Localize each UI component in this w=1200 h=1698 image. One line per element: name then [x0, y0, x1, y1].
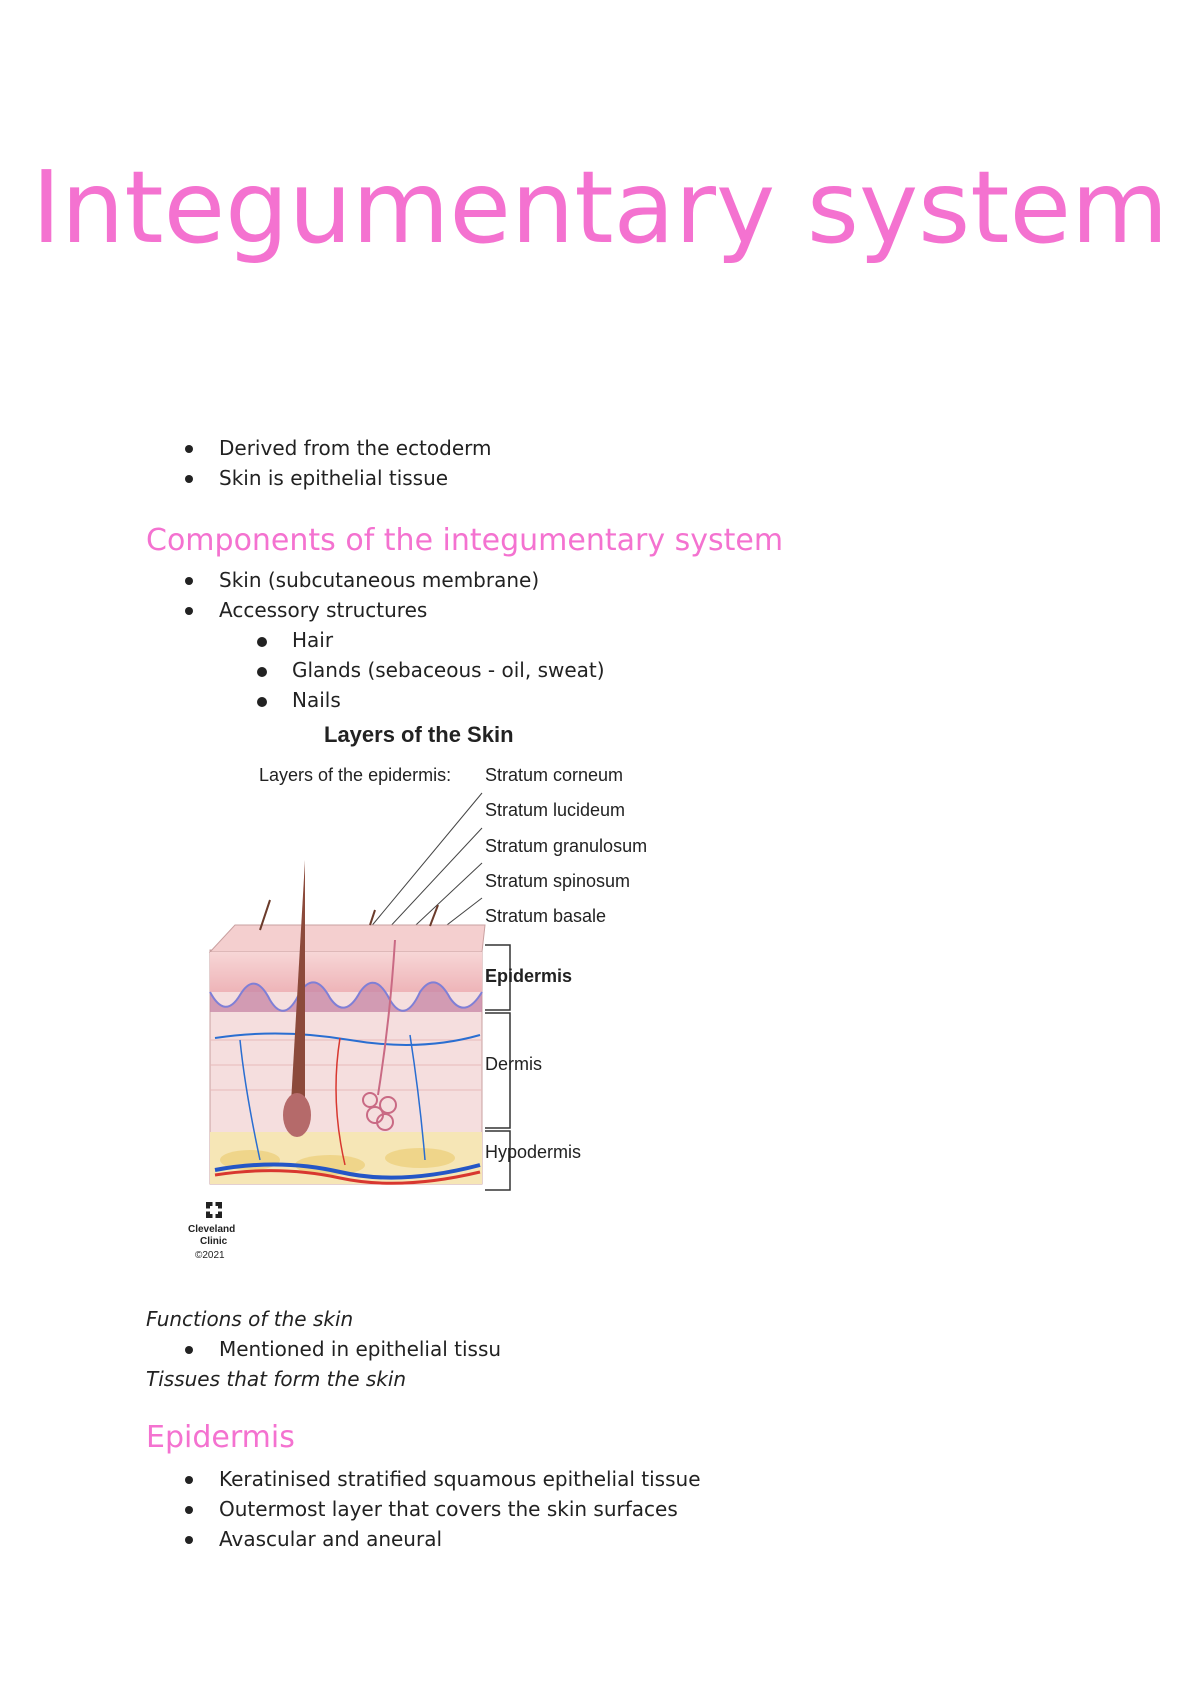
intro-bullet-list: Derived from the ectoderm Skin is epithe… — [0, 433, 492, 493]
cleveland-clinic-logo: Cleveland Clinic ©2021 — [188, 1202, 235, 1261]
list-item-text: Accessory structures — [219, 598, 428, 622]
label-dermis: Dermis — [485, 1054, 542, 1074]
list-item-text: Nails — [292, 688, 341, 712]
label-stratum-granulosum: Stratum granulosum — [485, 836, 647, 856]
bullet-dot-icon — [185, 1506, 193, 1514]
list-item-text: Avascular and aneural — [219, 1527, 443, 1551]
skin-cross-section — [208, 860, 486, 1185]
epidermis-heading: Epidermis — [146, 1420, 295, 1455]
list-item: Keratinised stratified squamous epitheli… — [0, 1464, 701, 1494]
copyright: ©2021 — [195, 1250, 225, 1261]
label-epidermis: Epidermis — [485, 966, 572, 986]
bullet-circle-icon — [257, 637, 267, 647]
figure-title: Layers of the Skin — [324, 722, 514, 747]
bullet-circle-icon — [257, 697, 267, 707]
list-item-text: Derived from the ectoderm — [219, 436, 492, 460]
label-stratum-spinosum: Stratum spinosum — [485, 871, 630, 891]
bullet-dot-icon — [185, 607, 193, 615]
list-item: Mentioned in epithelial tissu — [0, 1334, 501, 1364]
list-item: Accessory structures — [0, 595, 605, 625]
label-stratum-corneum: Stratum corneum — [485, 765, 623, 785]
list-item: Skin is epithelial tissue — [0, 463, 492, 493]
region-brackets — [485, 944, 511, 1191]
list-item: Outermost layer that covers the skin sur… — [0, 1494, 701, 1524]
list-item-text: Mentioned in epithelial tissu — [219, 1337, 502, 1361]
epidermis-layers-prefix: Layers of the epidermis: — [259, 765, 451, 785]
list-item-text: Hair — [292, 628, 334, 652]
list-item-text: Outermost layer that covers the skin sur… — [219, 1497, 678, 1521]
bullet-dot-icon — [185, 475, 193, 483]
list-item-text: Glands (sebaceous - oil, sweat) — [292, 658, 605, 682]
list-item: Glands (sebaceous - oil, sweat) — [0, 655, 605, 685]
list-item: Avascular and aneural — [0, 1524, 701, 1554]
list-item-text: Skin (subcutaneous membrane) — [219, 568, 540, 592]
list-item-text: Skin is epithelial tissue — [219, 466, 449, 490]
skin-layers-diagram: Layers of the Skin Layers of the epiderm… — [188, 722, 647, 1261]
bullet-dot-icon — [185, 1346, 193, 1354]
page-title: Integumentary system — [31, 149, 1169, 266]
list-item: Nails — [0, 685, 605, 715]
bullet-dot-icon — [185, 577, 193, 585]
list-item: Hair — [0, 625, 605, 655]
bullet-circle-icon — [257, 667, 267, 677]
epidermis-bullet-list: Keratinised stratified squamous epitheli… — [0, 1464, 701, 1554]
logo-line1: Cleveland — [188, 1224, 235, 1235]
label-hypodermis: Hypodermis — [485, 1142, 581, 1162]
label-stratum-basale: Stratum basale — [485, 906, 606, 926]
list-item-text: Keratinised stratified squamous epitheli… — [219, 1467, 701, 1491]
components-bullet-list: Skin (subcutaneous membrane) Accessory s… — [0, 565, 605, 715]
skin-layers-figure: Layers of the Skin Layers of the epiderm… — [180, 720, 700, 1265]
bullet-dot-icon — [185, 445, 193, 453]
label-stratum-lucideum: Stratum lucideum — [485, 800, 625, 820]
bullet-dot-icon — [185, 1476, 193, 1484]
list-item: Derived from the ectoderm — [0, 433, 492, 463]
list-item: Skin (subcutaneous membrane) — [0, 565, 605, 595]
functions-bullet-list: Mentioned in epithelial tissu — [0, 1334, 501, 1364]
bullet-dot-icon — [185, 1536, 193, 1544]
functions-label: Functions of the skin — [146, 1307, 354, 1331]
components-heading: Components of the integumentary system — [146, 523, 784, 558]
logo-line2: Clinic — [200, 1236, 228, 1247]
tissues-label: Tissues that form the skin — [146, 1367, 407, 1391]
